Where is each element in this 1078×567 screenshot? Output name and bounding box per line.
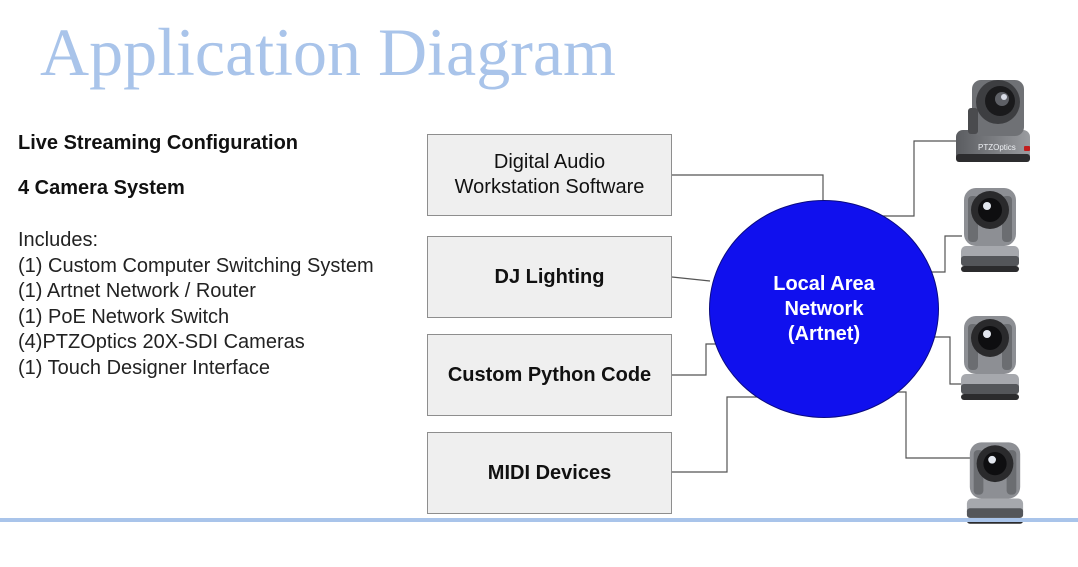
box-dj-lighting: DJ Lighting: [427, 236, 672, 318]
box-python-code: Custom Python Code: [427, 334, 672, 416]
network-line-3: (Artnet): [787, 322, 861, 345]
includes-item: (1) Custom Computer Switching System: [18, 254, 374, 277]
includes-heading: Includes:: [18, 229, 99, 251]
config-heading: Live Streaming Configuration: [18, 132, 299, 154]
box-midi-label: MIDI Devices: [487, 461, 612, 484]
connector-daw: [672, 174, 824, 203]
bottom-divider: [0, 518, 1078, 522]
connector-midi: [672, 396, 787, 473]
includes-list: Includes: (1) Custom Computer Switching …: [18, 228, 374, 381]
page-title: Application Diagram: [40, 14, 616, 90]
network-line-1: Local Area: [773, 272, 875, 295]
box-dj-label: DJ Lighting: [494, 265, 605, 288]
box-python-label: Custom Python Code: [447, 363, 652, 386]
camera-logo-text: PTZOptics: [978, 143, 1016, 152]
includes-item: (1) Artnet Network / Router: [18, 280, 256, 302]
ptz-camera-icon-1: PTZOptics: [956, 80, 1030, 162]
network-line-2: Network: [784, 297, 864, 320]
connector-dj: [671, 276, 711, 282]
ptz-camera-icon-2: [961, 188, 1019, 272]
includes-item: (1) PoE Network Switch: [18, 305, 230, 328]
includes-item: (1) Touch Designer Interface: [18, 356, 270, 379]
ptz-camera-icon-4: [966, 442, 1024, 524]
ptz-camera-icon-3: [961, 316, 1019, 400]
box-daw-line-2: Workstation Software: [454, 176, 645, 198]
connector-camera-1: [866, 140, 956, 217]
network-node: Local Area Network (Artnet): [709, 200, 939, 418]
includes-item: (4)PTZOptics 20X-SDI Cameras: [18, 331, 305, 353]
box-daw-line-1: Digital Audio: [493, 151, 606, 173]
box-midi-devices: MIDI Devices: [427, 432, 672, 514]
box-daw-software: Digital Audio Workstation Software: [427, 134, 672, 216]
system-heading: 4 Camera System: [18, 177, 185, 199]
